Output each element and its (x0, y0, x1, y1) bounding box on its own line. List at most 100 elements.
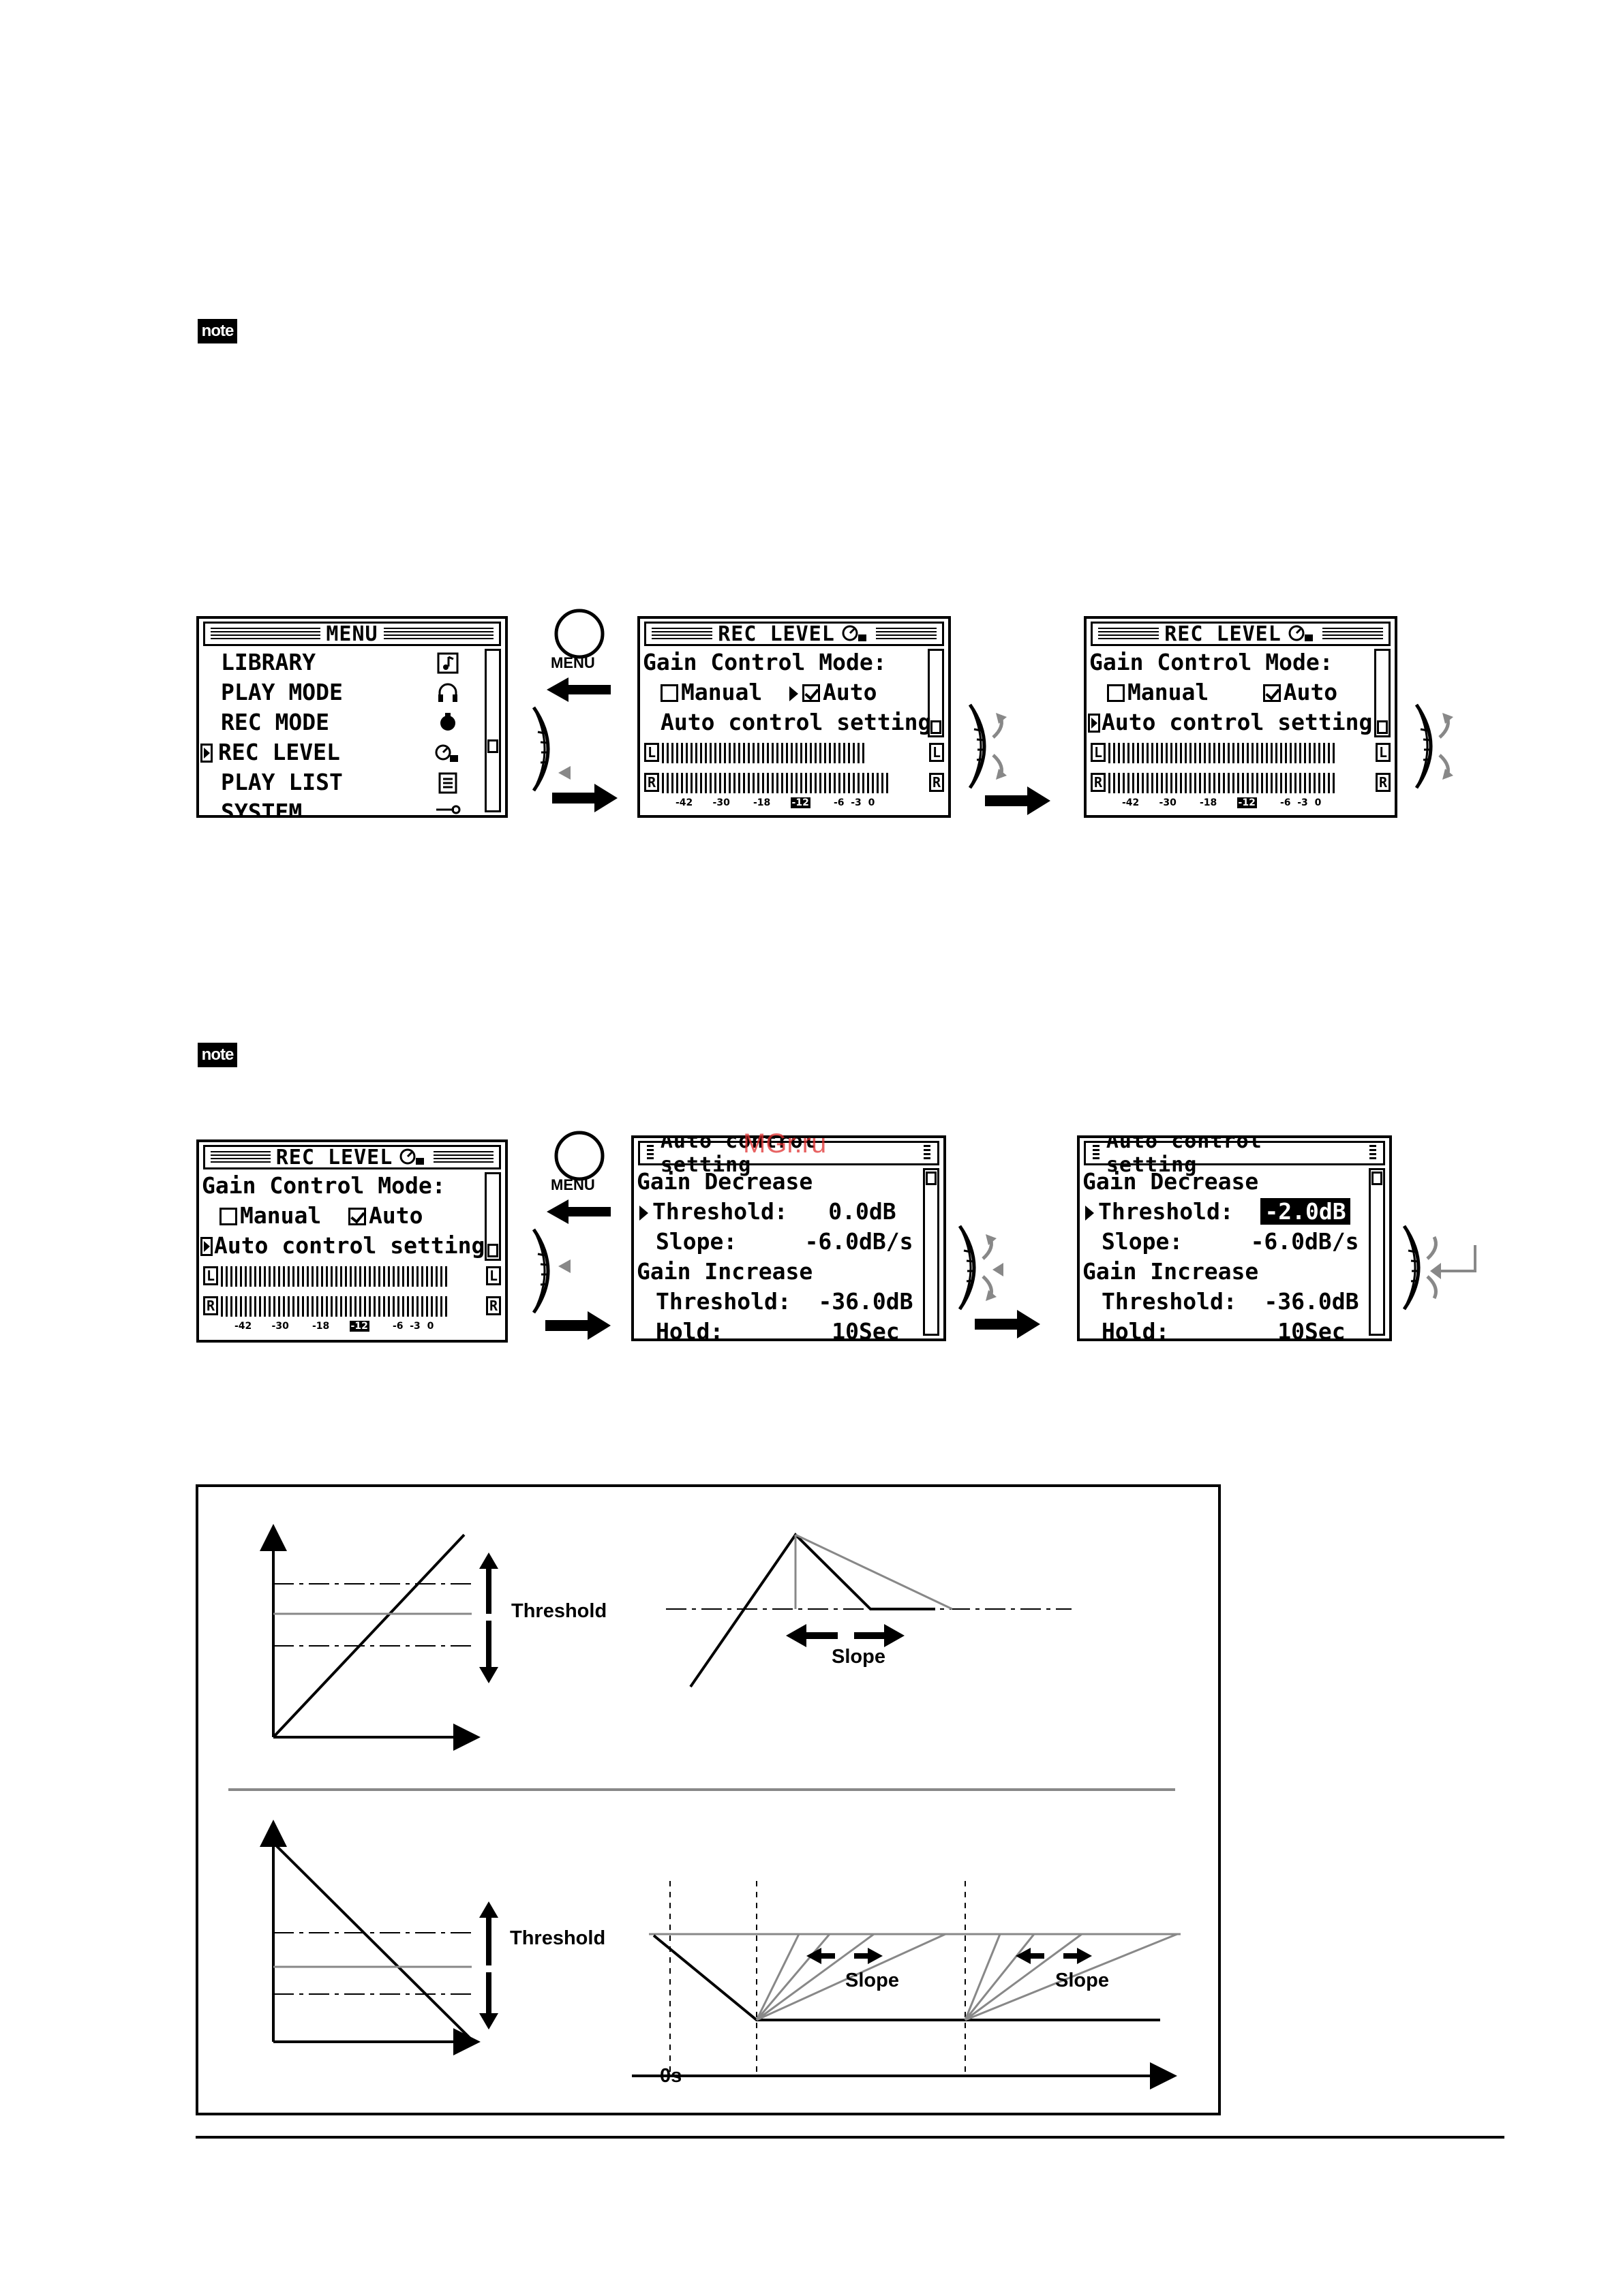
scroll-thumb[interactable] (487, 1244, 498, 1257)
dial-enter-icon[interactable] (1399, 1223, 1481, 1312)
meter-right-label: R (203, 1296, 218, 1315)
increase-threshold-row[interactable]: Threshold: -36.0dB (656, 1288, 913, 1315)
menu-item-library[interactable]: LIBRARY (221, 649, 316, 675)
slope-label-top: Slope (832, 1646, 885, 1668)
meter-right-label-end: R (929, 773, 944, 792)
threshold-value-editing[interactable]: -2.0dB (1260, 1198, 1350, 1225)
auto-control-setting-item[interactable]: Auto control setting (1088, 709, 1372, 736)
increase-threshold-row[interactable]: Threshold: -36.0dB (1102, 1288, 1359, 1315)
gain-mode-options: Manual Auto (219, 1202, 423, 1229)
gain-increase-header: Gain Increase (637, 1258, 813, 1285)
level-icon (1288, 625, 1313, 641)
scrollbar[interactable] (928, 649, 944, 737)
arrow-left-icon (547, 677, 611, 702)
cursor-icon (1088, 714, 1100, 733)
dial-icon[interactable] (954, 1223, 1009, 1312)
auto-label: Auto (1283, 679, 1338, 705)
footer-rule (196, 2136, 1504, 2139)
menu-item-system[interactable]: SYSTEM (221, 799, 303, 818)
gain-control-label: Gain Control Mode: (643, 649, 887, 675)
menu-item-rec-level[interactable]: REC LEVEL (200, 739, 340, 766)
decrease-threshold-graph (260, 1524, 498, 1751)
manual-checkbox[interactable] (219, 1208, 237, 1225)
hold-row[interactable]: Hold: 10Sec (656, 1318, 900, 1341)
meter-right-label-end: R (1376, 773, 1391, 792)
meter-scale: -42 -30 -18 -12 -6 -3 0 (676, 797, 875, 808)
manual-checkbox[interactable] (661, 684, 678, 702)
decrease-slope-row[interactable]: Slope: -6.0dB/s (1102, 1228, 1359, 1255)
meter-scale: -42 -30 -18 -12 -6 -3 0 (1122, 797, 1322, 808)
arrow-left-icon (547, 1199, 611, 1224)
threshold-value[interactable]: 0.0dB (828, 1198, 896, 1225)
gain-mode-options: Manual Auto (661, 679, 877, 706)
manual-label: Manual (1127, 679, 1209, 705)
meter-right-bar (1108, 773, 1337, 793)
decrease-slope-graph (666, 1532, 1072, 1688)
slope-label-bottom-2: Slope (1055, 1970, 1109, 1991)
menu-item-play-list[interactable]: PLAY LIST (221, 769, 343, 795)
manual-label: Manual (240, 1202, 322, 1229)
auto-control-setting-item[interactable]: Auto control setting (661, 709, 932, 735)
gain-control-label: Gain Control Mode: (1089, 649, 1333, 675)
decrease-threshold-row[interactable]: Threshold: 0.0dB (639, 1198, 896, 1225)
scroll-thumb[interactable] (1371, 1172, 1382, 1185)
menu-button-icon[interactable] (552, 1129, 607, 1183)
music-note-icon (437, 652, 459, 674)
increase-slope-graph (632, 1881, 1181, 2090)
screen-title: Auto control setting (1084, 1138, 1385, 1177)
menu-item-play-mode[interactable]: PLAY MODE (221, 679, 343, 705)
auto-checkbox[interactable] (802, 684, 820, 702)
screen-title: MENU (203, 622, 501, 646)
scrollbar[interactable] (485, 1172, 501, 1261)
dial-icon[interactable] (528, 705, 576, 793)
scroll-thumb[interactable] (1377, 720, 1388, 734)
time-zero-label: 0s (660, 2065, 682, 2087)
threshold-label-bottom: Threshold (510, 1927, 606, 1949)
threshold-label-top: Threshold (511, 1600, 607, 1622)
scroll-thumb[interactable] (487, 739, 498, 753)
menu-button-icon[interactable] (552, 607, 607, 661)
dial-icon[interactable] (1411, 702, 1466, 791)
auto-label: Auto (368, 1202, 423, 1229)
gain-increase-header: Gain Increase (1082, 1258, 1259, 1285)
menu-item-rec-mode[interactable]: REC MODE (221, 709, 329, 735)
manual-label: Manual (681, 679, 763, 705)
rec-level-screen: REC LEVEL Gain Control Mode: Manual Auto… (196, 1139, 508, 1343)
slope-label-bottom-1: Slope (845, 1970, 899, 1991)
cursor-icon (1085, 1205, 1094, 1221)
watermark: MGr.ru (743, 1129, 827, 1159)
meter-scale: -42 -30 -18 -12 -6 -3 0 (234, 1321, 434, 1332)
level-icon (435, 744, 458, 762)
auto-checkbox[interactable] (1262, 684, 1281, 702)
scrollbar[interactable] (1369, 1168, 1385, 1336)
rec-level-screen: REC LEVEL Gain Control Mode: Manual Auto… (637, 616, 951, 818)
gain-control-diagram (196, 1484, 1221, 2115)
meter-right-bar (221, 1296, 450, 1317)
cursor-icon (639, 1205, 648, 1221)
screen-title: REC LEVEL (1091, 622, 1391, 646)
scrollbar[interactable] (1374, 649, 1391, 737)
auto-control-setting-item[interactable]: Auto control setting (200, 1232, 485, 1259)
dial-icon[interactable] (528, 1227, 576, 1315)
meter-left-bar (1108, 743, 1337, 763)
level-icon (399, 1148, 425, 1165)
rec-level-screen: REC LEVEL Gain Control Mode: Manual Auto… (1084, 616, 1397, 818)
menu-screen: MENU LIBRARY PLAY MODE REC MODE REC LEVE… (196, 616, 508, 818)
dial-icon[interactable] (965, 702, 1019, 791)
screen-title: Auto control setting (638, 1138, 939, 1177)
scrollbar[interactable] (485, 649, 501, 812)
scroll-thumb[interactable] (930, 720, 941, 734)
list-icon (438, 772, 457, 794)
hold-row[interactable]: Hold: 10Sec (1102, 1318, 1346, 1341)
cursor-icon (200, 1237, 213, 1256)
meter-right-bar (662, 773, 891, 793)
decrease-threshold-row[interactable]: Threshold: -2.0dB (1085, 1198, 1350, 1225)
manual-checkbox[interactable] (1107, 684, 1125, 702)
gain-decrease-header: Gain Decrease (1082, 1168, 1259, 1195)
meter-left-label-end: L (486, 1266, 501, 1285)
auto-checkbox[interactable] (348, 1208, 366, 1225)
scroll-thumb[interactable] (926, 1172, 937, 1185)
screen-title: REC LEVEL (644, 622, 944, 646)
decrease-slope-row[interactable]: Slope: -6.0dB/s (656, 1228, 913, 1255)
scrollbar[interactable] (923, 1168, 939, 1336)
